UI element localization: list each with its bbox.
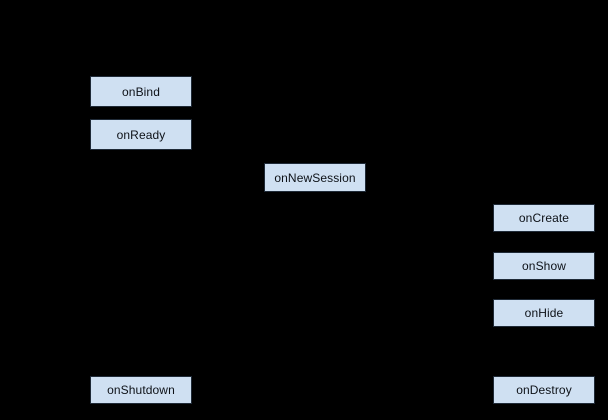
lifecycle-node-label: onShutdown bbox=[107, 383, 175, 397]
lifecycle-node-label: onDestroy bbox=[516, 383, 572, 397]
lifecycle-node-oncreate[interactable]: onCreate bbox=[493, 204, 595, 232]
lifecycle-node-label: onShow bbox=[522, 259, 566, 273]
lifecycle-node-onshutdown[interactable]: onShutdown bbox=[90, 376, 192, 404]
lifecycle-node-onshow[interactable]: onShow bbox=[493, 252, 595, 280]
lifecycle-node-ondestroy[interactable]: onDestroy bbox=[493, 376, 595, 404]
lifecycle-node-label: onHide bbox=[524, 306, 564, 320]
lifecycle-node-onbind[interactable]: onBind bbox=[90, 76, 192, 107]
lifecycle-node-onready[interactable]: onReady bbox=[90, 119, 192, 150]
lifecycle-node-label: onBind bbox=[122, 84, 160, 99]
lifecycle-node-onhide[interactable]: onHide bbox=[493, 299, 595, 327]
lifecycle-node-label: onReady bbox=[116, 127, 166, 142]
lifecycle-node-onnewsession[interactable]: onNewSession bbox=[264, 163, 366, 192]
lifecycle-node-label: onNewSession bbox=[274, 170, 356, 185]
lifecycle-node-label: onCreate bbox=[518, 211, 570, 225]
